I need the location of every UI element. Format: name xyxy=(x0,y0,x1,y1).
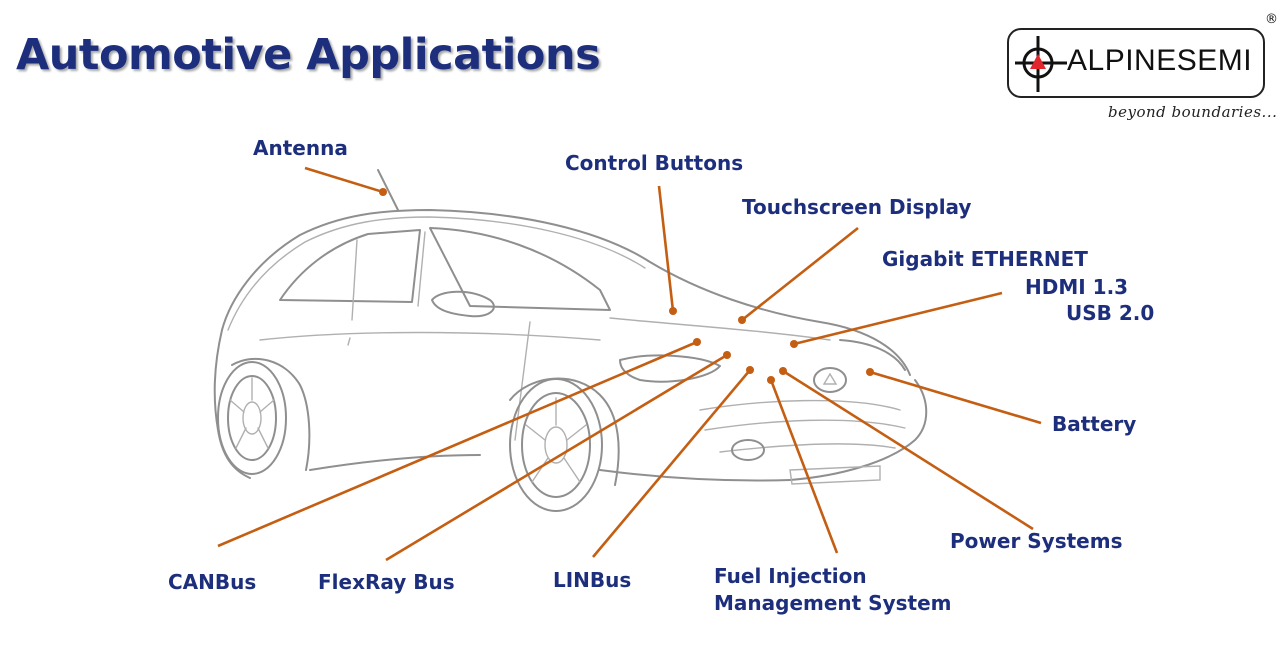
leader-control-buttons xyxy=(657,185,675,312)
label-control-buttons: Control Buttons xyxy=(565,151,744,175)
label-touchscreen-display: Touchscreen Display xyxy=(742,195,972,219)
logo-tagline: beyond boundaries... xyxy=(1108,103,1278,121)
leader-canbus xyxy=(217,340,698,548)
point-canbus xyxy=(693,338,701,346)
label-flexray-bus: FlexRay Bus xyxy=(318,570,455,594)
leader-fuel-injection xyxy=(769,379,839,554)
point-ethernet xyxy=(790,340,798,348)
leader-power-systems xyxy=(782,369,1034,531)
page-title: Automotive Applications xyxy=(16,30,601,80)
point-touchscreen xyxy=(738,316,746,324)
leader-ethernet xyxy=(793,291,1003,346)
point-control-buttons xyxy=(669,307,677,315)
point-antenna xyxy=(379,188,387,196)
point-linbus xyxy=(746,366,754,374)
label-fuel-injection-line2: Management System xyxy=(714,591,952,615)
leader-flexray xyxy=(385,353,728,562)
leader-linbus xyxy=(592,369,751,558)
label-gigabit-ethernet: Gigabit ETHERNET xyxy=(882,247,1088,271)
label-canbus: CANBus xyxy=(168,570,257,594)
label-fuel-injection-line1: Fuel Injection xyxy=(714,564,867,588)
point-flexray xyxy=(723,351,731,359)
registered-mark: ® xyxy=(1265,12,1278,27)
label-antenna: Antenna xyxy=(253,136,348,160)
point-power-systems xyxy=(779,367,787,375)
logo-brand: ALPINESEMI xyxy=(1067,44,1253,77)
logo-emblem-icon xyxy=(1015,36,1067,92)
leader-lines xyxy=(217,166,1042,562)
label-hdmi: HDMI 1.3 xyxy=(1025,275,1129,299)
point-battery xyxy=(866,368,874,376)
alpinesemi-logo: ALPINESEMI xyxy=(1007,28,1265,98)
label-battery: Battery xyxy=(1052,412,1137,436)
car-outline xyxy=(213,169,928,512)
label-power-systems: Power Systems xyxy=(950,529,1123,553)
label-fuel-injection: Fuel Injection Management System xyxy=(714,565,952,615)
leader-antenna xyxy=(304,166,384,194)
label-linbus: LINBus xyxy=(553,568,632,592)
label-usb: USB 2.0 xyxy=(1066,301,1155,325)
leader-battery xyxy=(869,370,1042,425)
point-fuel-injection xyxy=(767,376,775,384)
leader-touchscreen xyxy=(741,226,859,322)
connection-points xyxy=(379,188,874,384)
